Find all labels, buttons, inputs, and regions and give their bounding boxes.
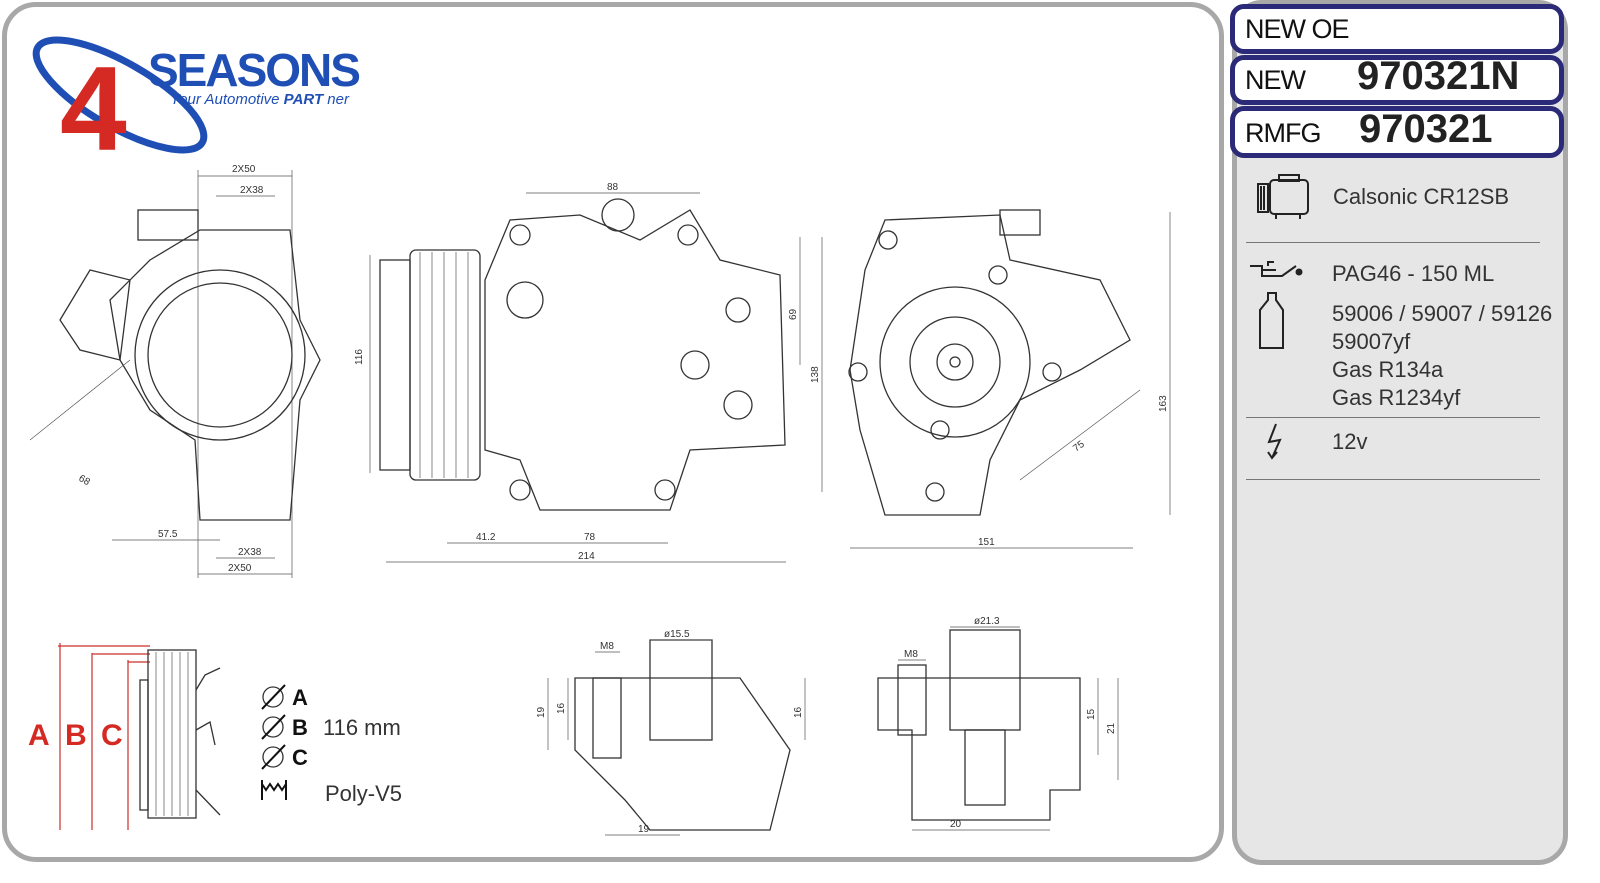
- belt-type: Poly-V5: [325, 781, 402, 806]
- dim-label: 2X38: [238, 547, 262, 558]
- dim-label: 75: [1071, 439, 1087, 455]
- dim-label: 20: [950, 819, 962, 830]
- dim-label: 19: [536, 706, 547, 718]
- rear-view: 163 75 151: [848, 209, 1171, 549]
- logo-swoosh: [32, 36, 208, 154]
- dim-label: 138: [810, 366, 821, 383]
- oil-ref: 59007yf: [1332, 329, 1411, 354]
- divider: [1246, 479, 1540, 480]
- dim-label: 21: [1106, 722, 1117, 734]
- dim-label: 88: [607, 182, 619, 193]
- label-a: A: [28, 719, 50, 752]
- side-view: 88 116 69 138 41.2 78 214: [354, 182, 823, 563]
- oil-type: PAG46 - 150 ML: [1332, 261, 1495, 286]
- label-c: C: [101, 719, 123, 752]
- voltage: 12v: [1332, 429, 1368, 454]
- oil-ref: 59006 / 59007 / 59126: [1332, 301, 1553, 326]
- dim-label: 16: [793, 706, 804, 718]
- dim-label: 116: [354, 349, 365, 365]
- logo-tagline: Your Automotive PART ner: [170, 91, 350, 108]
- new-part-number: 970321N: [1357, 54, 1520, 98]
- gas-type: Gas R1234yf: [1332, 385, 1461, 410]
- rmfg-part-box: RMFG 970321: [1230, 106, 1564, 158]
- divider: [1246, 417, 1540, 418]
- dim-label: M8: [600, 641, 614, 652]
- dim-label: 163: [1158, 395, 1169, 412]
- new-oe-box: NEW OE: [1230, 4, 1564, 54]
- dim-label: 57.5: [158, 529, 178, 540]
- divider: [1246, 242, 1540, 243]
- dim-label: 69: [788, 308, 799, 320]
- poly-v-belt-icon: [261, 780, 287, 800]
- diameter-b-label: B: [292, 715, 308, 740]
- diameter-icon: [261, 684, 286, 710]
- diameter-icon: [261, 714, 286, 740]
- dim-label: 78: [584, 532, 596, 543]
- dim-label: ø21.3: [974, 616, 1000, 627]
- logo-number: 4: [60, 42, 127, 176]
- logo: 4 SEASONS Your Automotive PART ner: [32, 36, 361, 176]
- diameter-c-label: C: [292, 745, 308, 770]
- dim-label: 2X38: [240, 185, 264, 196]
- pulley-diameter-value: 116 mm: [323, 715, 401, 740]
- front-view: 2X50 2X38 68 57.5 2X38 2X50: [29, 164, 321, 578]
- logo-brand: SEASONS: [148, 44, 359, 96]
- compressor-model: Calsonic CR12SB: [1333, 184, 1510, 209]
- dim-label: ø15.5: [664, 629, 690, 640]
- new-part-box: NEW 970321N: [1230, 54, 1564, 105]
- new-oe-label: NEW OE: [1245, 14, 1350, 44]
- dim-label: 15: [1086, 708, 1097, 720]
- technical-drawing: 4 SEASONS Your Automotive PART ner 2X50 …: [28, 36, 1171, 836]
- rmfg-label: RMFG: [1245, 118, 1321, 148]
- oil-references: 59006 / 59007 / 59126 59007yf Gas R134a …: [1332, 300, 1552, 412]
- dim-label: 68: [77, 473, 93, 488]
- dim-label: 2X50: [228, 563, 252, 574]
- port-detail-1: M8 ø15.5 19 16 16 19: [536, 629, 806, 836]
- dim-label: M8: [904, 649, 918, 660]
- dim-label: 16: [556, 702, 567, 714]
- dim-label: 41.2: [476, 532, 496, 543]
- dim-label: 151: [978, 537, 995, 548]
- diameter-icon: [261, 744, 286, 770]
- pulley-detail: A B C: [28, 643, 221, 830]
- rmfg-part-number: 970321: [1359, 107, 1493, 151]
- dim-label: 19: [638, 824, 650, 835]
- new-label: NEW: [1245, 65, 1306, 95]
- pulley-specs: A B C 116 mm Poly-V5: [261, 684, 402, 806]
- port-detail-2: M8 ø21.3 15 21 20: [877, 616, 1119, 831]
- dim-label: 2X50: [232, 164, 256, 175]
- gas-type: Gas R134a: [1332, 357, 1444, 382]
- diameter-a-label: A: [292, 685, 308, 710]
- label-b: B: [65, 719, 87, 752]
- dim-label: 214: [578, 551, 595, 562]
